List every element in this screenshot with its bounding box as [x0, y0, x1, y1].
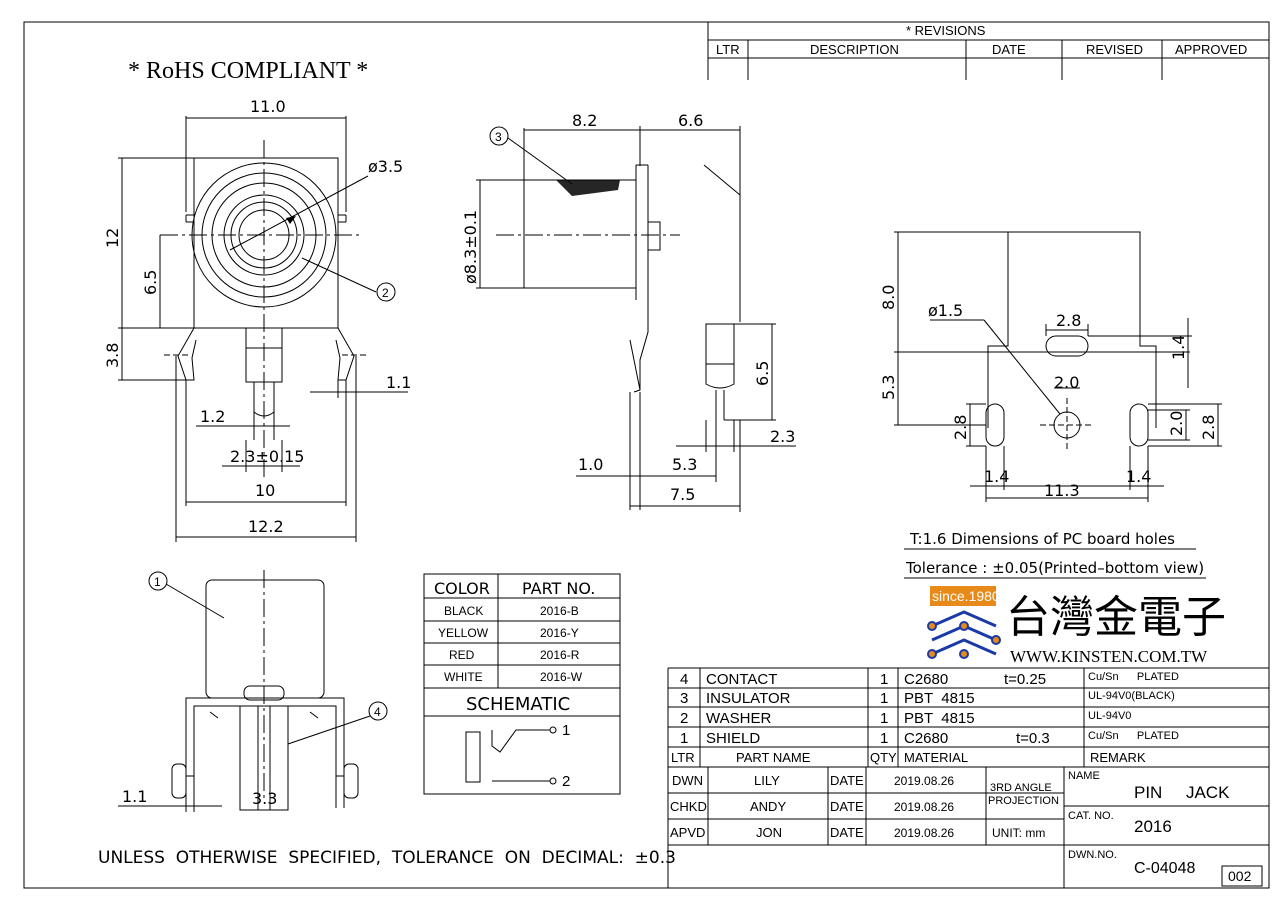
rev-header-revised: REVISED — [1086, 42, 1143, 57]
bom-table — [668, 668, 1269, 888]
side-dim-base-length: 7.5 — [670, 485, 695, 504]
front-dim-center-height: 6.5 — [141, 270, 160, 295]
front-dim-leg-width: 1.1 — [386, 373, 411, 392]
callout-3: 3 — [495, 130, 502, 144]
rev-header-date: DATE — [992, 42, 1026, 57]
front-dim-diameter: ø3.5 — [368, 157, 403, 176]
pcb-dim-left-width: 1.4 — [984, 467, 1009, 486]
rev-header-approved: APPROVED — [1175, 42, 1247, 57]
color-row-yellow: YELLOW — [438, 626, 489, 640]
callout-4: 4 — [374, 705, 381, 719]
logo-mark-icon — [928, 612, 1000, 658]
pcb-dim-hole-diameter: ø1.5 — [928, 301, 963, 320]
front-dim-pin-width: 1.2 — [200, 407, 225, 426]
side-view: 3 8.2 6.6 ø8.3±0.1 6.5 2.3 1.0 5.3 7.5 — [461, 111, 796, 512]
logo-since: since.1980 — [932, 588, 1000, 604]
bottom-dim-width: 3.3 — [252, 789, 277, 808]
pcb-dim-left-slot-height: 2.8 — [951, 415, 970, 440]
rev-header-description: DESCRIPTION — [810, 42, 899, 57]
color-row-white-part: 2016-W — [540, 670, 583, 684]
company-logo: since.1980 台灣金電子 WWW.KINSTEN.COM.TW — [928, 586, 1226, 666]
logo-url: WWW.KINSTEN.COM.TW — [1010, 647, 1208, 666]
sheet-border — [24, 22, 1269, 888]
color-row-red: RED — [449, 648, 475, 662]
bottom-dim-leg-width: 1.1 — [122, 787, 147, 806]
pcb-dim-slot-width: 2.8 — [1056, 311, 1081, 330]
pcb-dim-offset: 5.3 — [879, 375, 898, 400]
front-dim-leg-height: 3.8 — [103, 343, 122, 368]
revisions-title: * REVISIONS — [906, 23, 986, 38]
front-dim-pin-pitch: 2.3±0.15 — [230, 447, 304, 466]
color-row-yellow-part: 2016-Y — [540, 626, 579, 640]
pcb-note-line2: Tolerance : ±0.05(Printed–bottom view) — [905, 559, 1204, 577]
side-dim-len-back: 6.6 — [678, 111, 703, 130]
side-dim-len-front: 8.2 — [572, 111, 597, 130]
color-row-black: BLACK — [444, 604, 483, 618]
pcb-dim-slot-height: 1.4 — [1169, 335, 1188, 360]
schematic-title: SCHEMATIC — [466, 694, 570, 715]
side-dim-pin-position: 5.3 — [672, 455, 697, 474]
side-dim-base-offset: 1.0 — [578, 455, 603, 474]
side-dim-pin-offset: 2.3 — [770, 427, 795, 446]
pcb-view: 8.0 5.3 ø1.5 2.8 1.4 2.0 2.8 2.0 2.8 — [879, 232, 1222, 502]
callout-2: 2 — [382, 286, 389, 300]
rohs-label: * RoHS COMPLIANT * — [128, 58, 368, 84]
pcb-dim-span: 11.3 — [1044, 481, 1080, 500]
title-block — [668, 767, 1269, 888]
pcb-note-line1: T:1.6 Dimensions of PC board holes — [909, 530, 1175, 548]
pcb-dim-right-width: 1.4 — [1126, 467, 1151, 486]
bottom-view: 1 4 1.1 3.3 — [118, 570, 387, 812]
pcb-dim-center-width: 2.0 — [1054, 373, 1079, 392]
schematic-pin-1: 1 — [562, 722, 570, 739]
color-row-red-part: 2016-R — [540, 648, 580, 662]
front-dim-width-top: 11.0 — [250, 97, 286, 116]
color-table: COLOR PART NO. BLACK 2016-B YELLOW 2016-… — [424, 574, 620, 794]
front-dim-span-inner: 10 — [255, 481, 275, 500]
side-dim-diameter: ø8.3±0.1 — [461, 210, 480, 284]
rev-header-ltr: LTR — [716, 42, 740, 57]
front-dim-height: 12 — [103, 228, 122, 248]
pcb-dim-right-slot-h1: 2.0 — [1167, 411, 1186, 436]
logo-company-name: 台灣金電子 — [1006, 592, 1226, 643]
side-dim-pin-len: 6.5 — [753, 361, 772, 386]
pcb-note: T:1.6 Dimensions of PC board holes Toler… — [904, 530, 1206, 578]
callout-1: 1 — [154, 575, 161, 589]
pcb-dim-height: 8.0 — [879, 285, 898, 310]
color-header-part: PART NO. — [522, 579, 595, 598]
revisions-table: * REVISIONS LTR DESCRIPTION DATE REVISED… — [708, 22, 1269, 80]
front-dim-span-outer: 12.2 — [248, 517, 284, 536]
color-row-white: WHITE — [444, 670, 483, 684]
color-header-color: COLOR — [434, 579, 490, 598]
schematic-pin-2: 2 — [562, 773, 570, 790]
front-view: ø3.5 2 11.0 12 6.5 3.8 1.1 1.2 — [103, 97, 411, 542]
pcb-dim-right-slot-h2: 2.8 — [1199, 415, 1218, 440]
color-row-black-part: 2016-B — [540, 604, 579, 618]
